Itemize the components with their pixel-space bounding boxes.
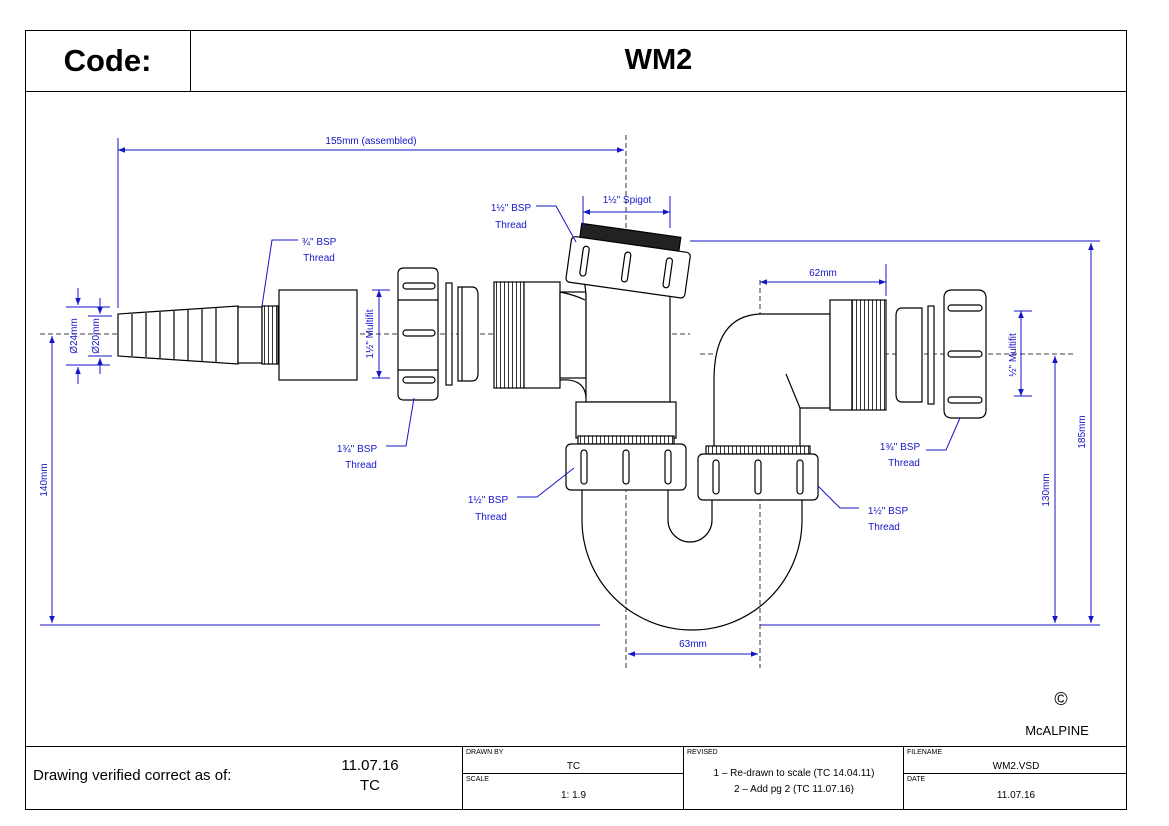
date-label: DATE bbox=[907, 776, 926, 783]
right-outlet bbox=[829, 289, 987, 419]
drawing-frame bbox=[25, 30, 1127, 810]
revision-1: 1 – Re-drawn to scale (TC 14.04.11) bbox=[713, 768, 875, 779]
drawn-by-cell: DRAWN BY TC bbox=[462, 747, 683, 774]
filename-cell: FILENAME WM2.VSD bbox=[903, 747, 1127, 774]
filename-label: FILENAME bbox=[907, 749, 943, 756]
callout-top-bsp-l1: 1½" BSP bbox=[491, 203, 532, 214]
drawn-by-value: TC bbox=[566, 761, 581, 772]
multifit-right-label: ½" Multifit bbox=[1008, 333, 1019, 377]
hose-tail bbox=[117, 289, 358, 381]
dia24-label: Ø24mm bbox=[69, 318, 80, 354]
revised-label: REVISED bbox=[687, 749, 718, 756]
verified-date: 11.07.16 bbox=[341, 757, 399, 774]
dim-63-label: 63mm bbox=[679, 639, 707, 650]
callout-134-right-l2: Thread bbox=[888, 458, 920, 469]
revision-2: 2 – Add pg 2 (TC 11.07.16) bbox=[734, 784, 854, 795]
dim-155-label: 155mm (assembled) bbox=[325, 136, 416, 147]
scale-cell: SCALE 1: 1.9 bbox=[462, 774, 683, 810]
nut-left bbox=[397, 267, 479, 401]
dia20-label: Ø20mm bbox=[91, 318, 102, 354]
top-nut bbox=[565, 222, 691, 299]
code-label: Code: bbox=[25, 30, 191, 91]
callout-134-left-l2: Thread bbox=[345, 460, 377, 471]
date-cell: DATE 11.07.16 bbox=[903, 774, 1127, 810]
dim-140-label: 140mm bbox=[39, 463, 50, 496]
callout-34-bsp-l2: Thread bbox=[303, 253, 335, 264]
dimension-lines bbox=[40, 138, 1100, 657]
dim-62-label: 62mm bbox=[809, 268, 837, 279]
callout-34-bsp-l1: ¾" BSP bbox=[302, 237, 337, 248]
copyright-symbol: © bbox=[1054, 689, 1067, 709]
callout-midright-l2: Thread bbox=[868, 522, 900, 533]
right-trap-leg bbox=[697, 313, 831, 501]
verified-by: TC bbox=[360, 777, 380, 794]
dim-185-label: 185mm bbox=[1077, 415, 1088, 448]
scale-value: 1: 1.9 bbox=[560, 790, 587, 801]
callout-134-left-l1: 1¾" BSP bbox=[337, 444, 378, 455]
brand-name: McALPINE bbox=[1025, 723, 1089, 738]
p-trap bbox=[581, 488, 803, 631]
multifit-left-label: 1½" Multifit bbox=[365, 309, 376, 358]
brand: © McALPINE bbox=[1025, 689, 1089, 738]
title-block: Drawing verified correct as of: 11.07.16… bbox=[25, 746, 1127, 810]
filename-value: WM2.VSD bbox=[992, 761, 1040, 772]
dimension-texts: 155mm (assembled) 1½" Spigot 62mm 63mm 1… bbox=[39, 136, 1088, 650]
scale-label: SCALE bbox=[466, 776, 489, 783]
code-value: WM2 bbox=[624, 44, 693, 76]
revised-cell: REVISED 1 – Re-drawn to scale (TC 14.04.… bbox=[683, 747, 903, 810]
callout-134-right-l1: 1¾" BSP bbox=[880, 442, 921, 453]
tee-body bbox=[493, 269, 677, 445]
callout-midleft-l2: Thread bbox=[475, 512, 507, 523]
callout-midright-l1: 1½" BSP bbox=[868, 506, 909, 517]
dim-spigot-label: 1½" Spigot bbox=[603, 195, 652, 206]
callout-midleft-l1: 1½" BSP bbox=[468, 495, 509, 506]
header: Code: WM2 bbox=[25, 30, 1127, 92]
callout-top-bsp-l2: Thread bbox=[495, 220, 527, 231]
verified-label: Drawing verified correct as of: bbox=[33, 767, 232, 784]
verified-cell: Drawing verified correct as of: 11.07.16… bbox=[25, 747, 462, 810]
drawn-by-label: DRAWN BY bbox=[466, 749, 504, 756]
lower-left-nut bbox=[565, 443, 687, 491]
date-value: 11.07.16 bbox=[996, 790, 1036, 801]
dim-130-label: 130mm bbox=[1041, 473, 1052, 506]
